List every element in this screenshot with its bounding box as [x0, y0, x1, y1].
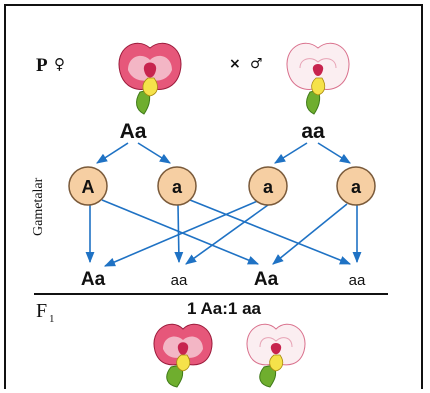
arrow-parent-to-gamete-3 — [274, 142, 308, 164]
arrow-parent-to-gamete-2 — [137, 142, 171, 164]
gametes-side-label: Gametalar — [31, 177, 46, 236]
offspring-flower-white — [246, 323, 306, 388]
female-genotype: Aa — [120, 120, 147, 143]
gamete-circle-3 — [248, 166, 288, 206]
offspring-ratio: 1 Aa:1 aa — [187, 299, 262, 318]
gamete-circle-1 — [68, 166, 108, 206]
male-parent-flower — [286, 42, 350, 115]
gamete-label-4: a — [351, 177, 362, 197]
offspring-flower-colored — [153, 323, 213, 388]
gamete-to-offspring-arrows — [85, 199, 362, 267]
gamete-circle-4 — [336, 166, 376, 206]
arrow-A-to-Aa-2 — [101, 199, 260, 265]
parent-to-gamete-arrows — [96, 142, 351, 164]
arrow-a-to-aa-3 — [185, 204, 269, 265]
offspring-genotype-1: Aa — [81, 269, 106, 290]
gamete-circle-2 — [157, 166, 197, 206]
cross-symbol: × — [229, 56, 241, 72]
gamete-label-3: a — [263, 177, 274, 197]
arrow-a-to-aa-2 — [189, 199, 352, 265]
male-genotype: aa — [301, 120, 325, 143]
arrow-parent-to-gamete-4 — [317, 142, 351, 164]
offspring-genotype-2: aa — [171, 272, 188, 289]
arrow-parent-to-gamete-1 — [96, 142, 129, 164]
generation-subscript: 1 — [49, 313, 55, 325]
gamete-label-2: a — [172, 177, 183, 197]
gamete-label-1: A — [82, 177, 95, 197]
gamete-circles — [68, 166, 376, 206]
generation-label-f: F — [36, 300, 47, 322]
offspring-genotype-3: Aa — [254, 269, 279, 290]
arrow-a-to-aa-1 — [174, 204, 184, 264]
arrow-a-to-Aa-3 — [272, 203, 348, 265]
male-symbol: ♂ — [250, 56, 263, 72]
female-symbol: ♀ — [54, 55, 65, 73]
female-parent-flower — [118, 42, 182, 115]
generation-label-p: P — [36, 55, 48, 76]
arrow-a-to-Aa — [103, 199, 261, 267]
offspring-genotype-4: aa — [349, 272, 366, 289]
